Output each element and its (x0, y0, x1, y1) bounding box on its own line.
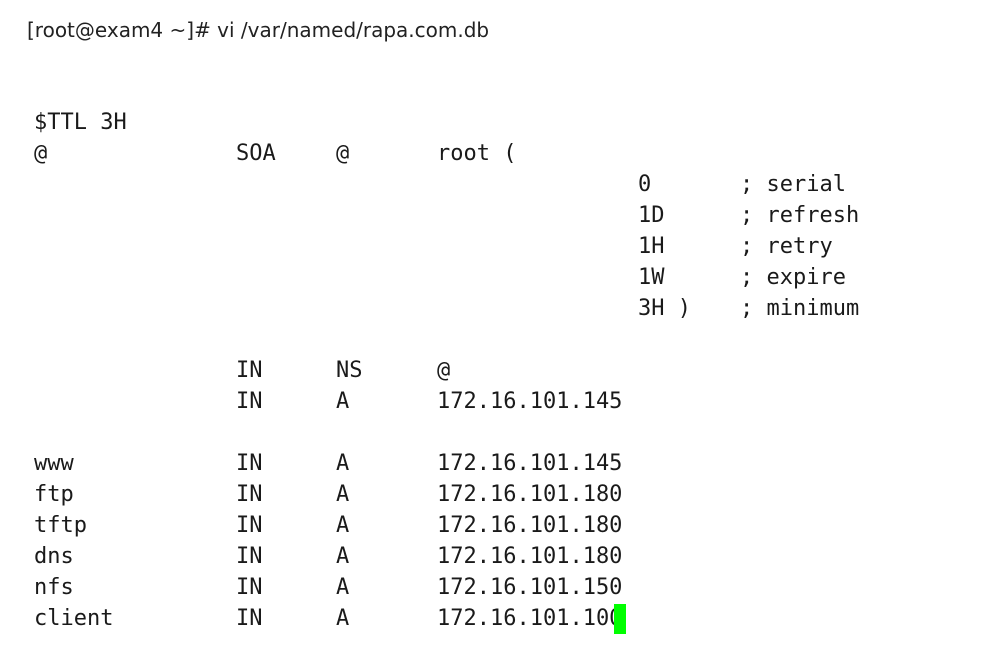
soa-refresh-value: 1D (638, 203, 665, 228)
record-class: IN (236, 513, 263, 538)
record-class: IN (236, 358, 263, 383)
soa-retry-value: 1H (638, 234, 665, 259)
shell-command-line: [root@exam4 ~]# vi /var/named/rapa.com.d… (27, 18, 490, 42)
record-data: @ (437, 358, 451, 383)
record-type: A (336, 389, 350, 414)
record-type: A (336, 513, 350, 538)
record-data: 172.16.101.180 (437, 513, 623, 538)
record-name: client (34, 606, 114, 631)
record-class: IN (236, 606, 263, 631)
soa-serial-comment: ; serial (740, 172, 846, 197)
record-name: www (34, 451, 74, 476)
record-data: 172.16.101.145 (437, 389, 623, 414)
record-type: A (336, 606, 350, 631)
record-type: A (336, 482, 350, 507)
record-type: A (336, 575, 350, 600)
soa-serial-value: 0 (638, 172, 652, 197)
record-name: dns (34, 544, 74, 569)
soa-type: SOA (236, 141, 276, 166)
record-type: A (336, 451, 350, 476)
record-name: ftp (34, 482, 74, 507)
soa-minimum-comment: ; minimum (740, 296, 860, 321)
record-data: 172.16.101.145 (437, 451, 623, 476)
record-class: IN (236, 575, 263, 600)
record-class: IN (236, 389, 263, 414)
soa-retry-comment: ; retry (740, 234, 833, 259)
soa-contact: root ( (437, 141, 517, 166)
soa-refresh-comment: ; refresh (740, 203, 860, 228)
ttl-directive: $TTL 3H (34, 110, 127, 135)
record-data: 172.16.101.100 (437, 606, 623, 631)
soa-name: @ (34, 141, 48, 166)
soa-expire-comment: ; expire (740, 265, 846, 290)
record-data: 172.16.101.180 (437, 482, 623, 507)
record-class: IN (236, 451, 263, 476)
record-name: nfs (34, 575, 74, 600)
soa-minimum-value: 3H ) (638, 296, 691, 321)
record-name: tftp (34, 513, 87, 538)
record-class: IN (236, 482, 263, 507)
record-data: 172.16.101.180 (437, 544, 623, 569)
soa-expire-value: 1W (638, 265, 665, 290)
record-type: NS (336, 358, 363, 383)
soa-origin: @ (336, 141, 350, 166)
record-type: A (336, 544, 350, 569)
text-cursor (614, 604, 626, 634)
record-class: IN (236, 544, 263, 569)
record-data: 172.16.101.150 (437, 575, 623, 600)
